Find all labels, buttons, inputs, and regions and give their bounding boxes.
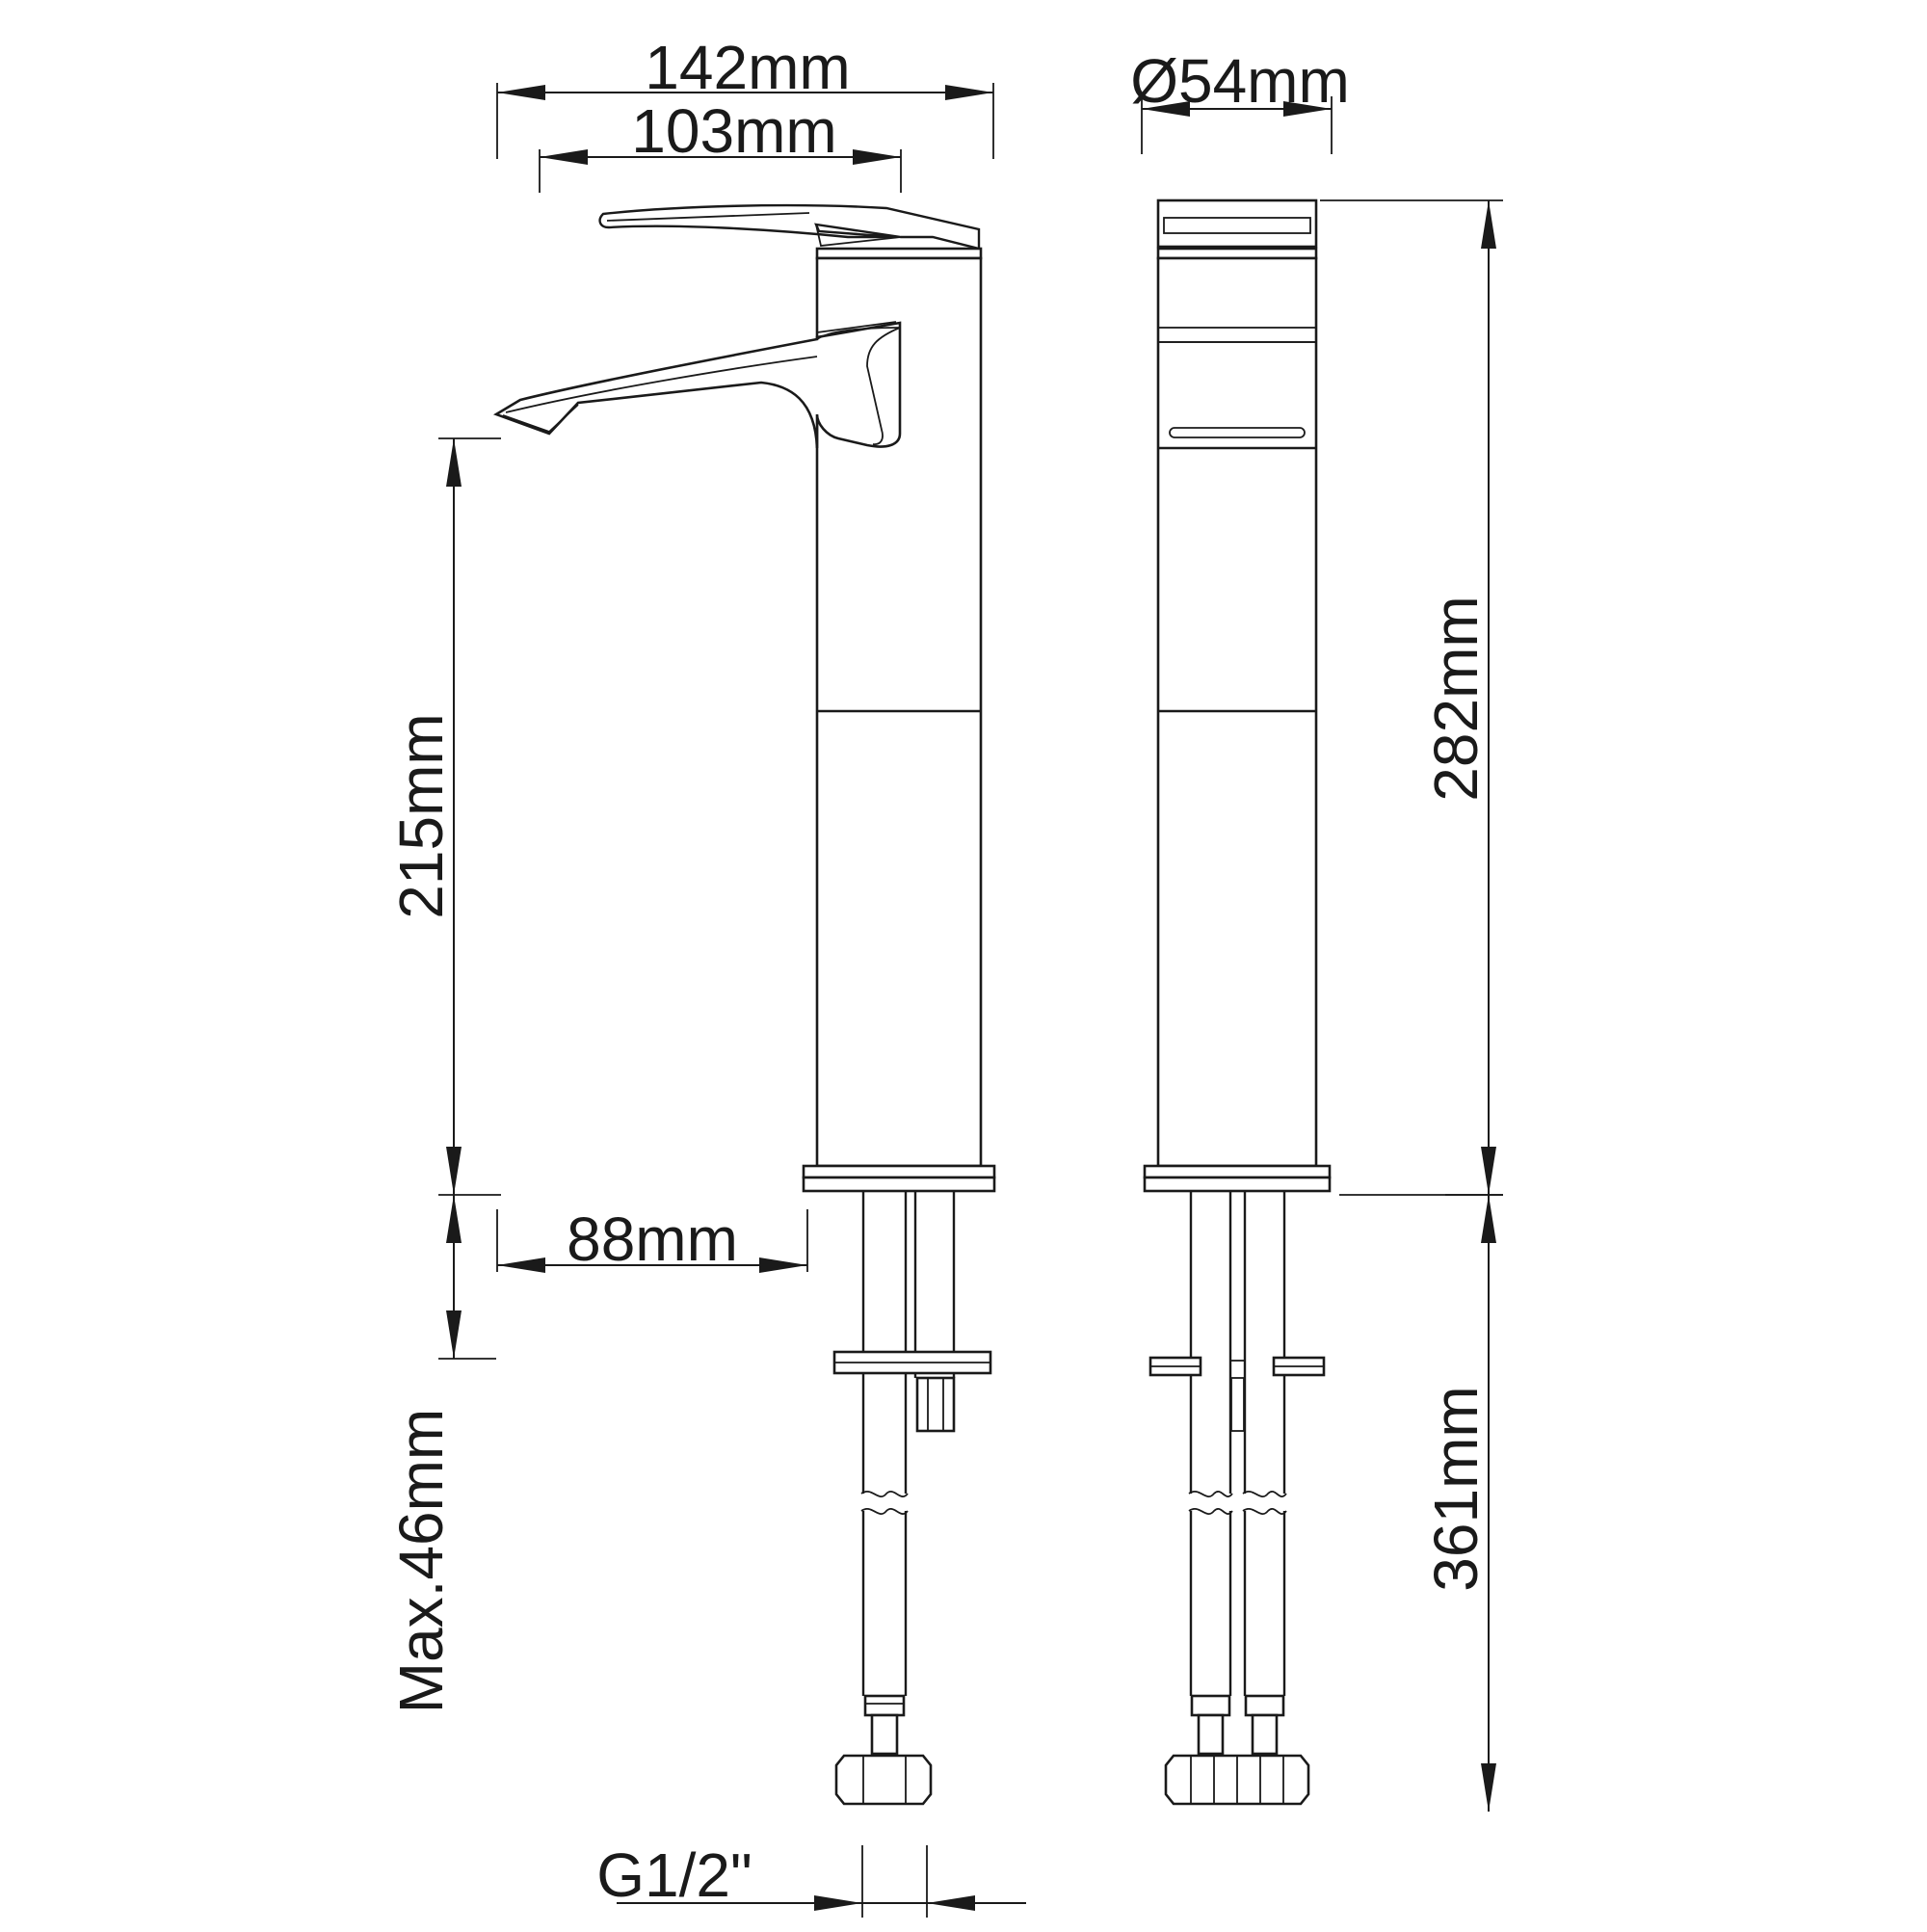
hose-tail xyxy=(870,1713,899,1756)
fixing-nut xyxy=(915,1376,956,1433)
cap xyxy=(815,247,983,260)
label-max-deck-thickness: Max.46mm xyxy=(386,1409,456,1714)
hose-ferrule xyxy=(863,1694,906,1717)
dim-spout-height: 215mm xyxy=(386,437,501,1196)
dim-hose-length: 361mm xyxy=(1421,1194,1503,1812)
faucet-front-view xyxy=(1143,198,1332,1806)
label-hose-length: 361mm xyxy=(1421,1386,1491,1591)
dim-thread: G1/2" xyxy=(596,1840,1026,1918)
label-base-diameter: Ø54mm xyxy=(1130,46,1350,116)
base-flange-upper xyxy=(802,1164,996,1179)
front-flange-upper xyxy=(1143,1164,1332,1179)
dim-max-deck-thickness: Max.46mm xyxy=(386,1195,496,1713)
label-lever-width: 103mm xyxy=(631,96,836,166)
dim-base-diameter: Ø54mm xyxy=(1130,46,1350,154)
faucet-side-view xyxy=(492,203,996,1806)
dim-spout-reach: 88mm xyxy=(496,1204,808,1274)
front-cap xyxy=(1156,247,1318,260)
base-flange-lower xyxy=(802,1176,996,1193)
front-lever xyxy=(1156,198,1318,249)
dim-lever-width: 103mm xyxy=(539,96,902,193)
dim-total-height: 282mm xyxy=(1320,199,1503,1196)
label-spout-height: 215mm xyxy=(386,713,456,918)
label-spout-reach: 88mm xyxy=(567,1204,738,1274)
spout xyxy=(492,321,902,449)
hose-nut xyxy=(834,1754,933,1806)
label-overall-width: 142mm xyxy=(645,33,850,102)
front-flange-lower xyxy=(1143,1176,1332,1193)
label-thread: G1/2" xyxy=(596,1840,752,1910)
lever-handle xyxy=(598,203,981,251)
label-total-height: 282mm xyxy=(1421,595,1491,801)
dim-overall-width: 142mm xyxy=(496,33,994,159)
